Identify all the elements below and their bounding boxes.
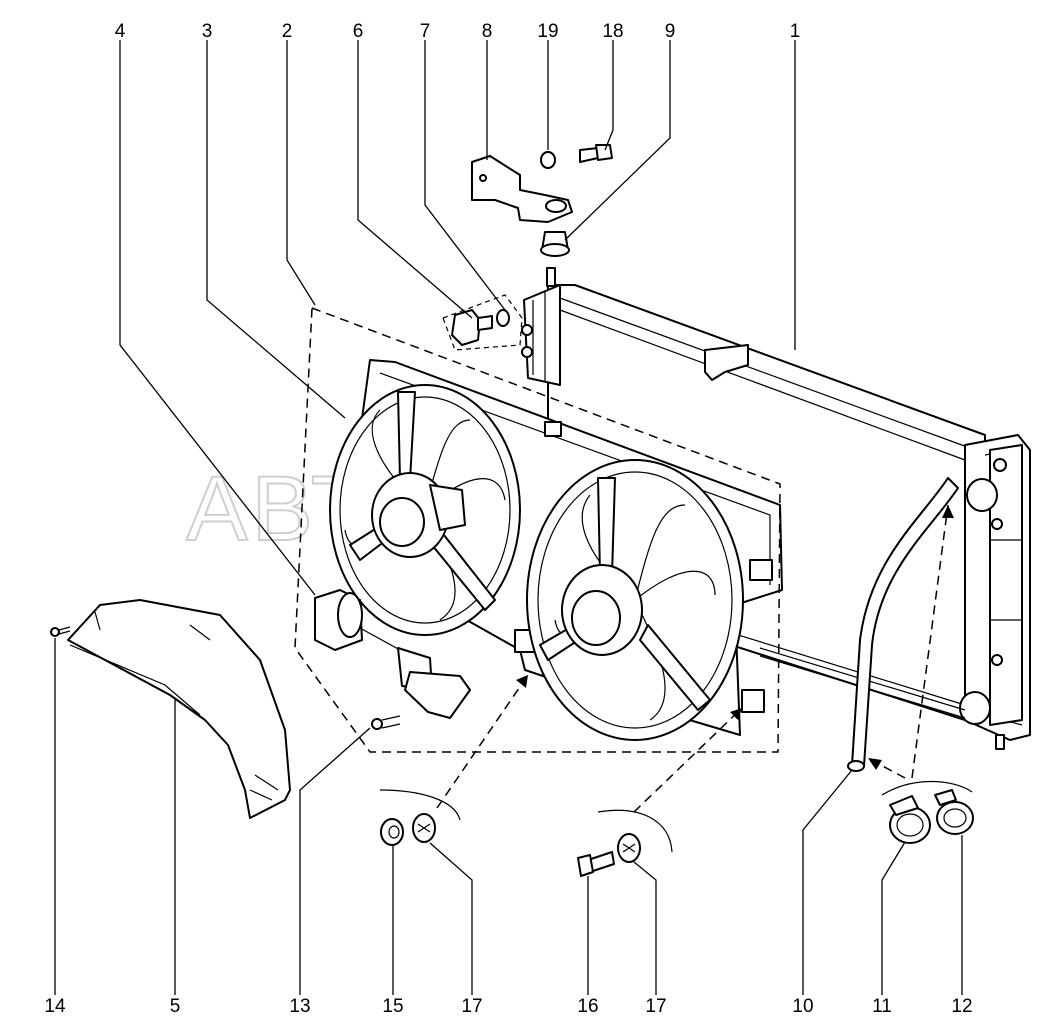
- fan-right: [526, 459, 744, 741]
- callout-18: 18: [602, 21, 623, 42]
- callout-4: 4: [115, 21, 126, 42]
- washer-19: [540, 151, 556, 169]
- bolt-18: [579, 144, 613, 163]
- washer-17-left: [412, 813, 436, 843]
- callout-8: 8: [482, 21, 493, 42]
- callout-5: 5: [170, 996, 181, 1017]
- assembly-outline: [294, 306, 973, 853]
- callout-6: 6: [353, 21, 364, 42]
- leader-lines: [54, 40, 963, 995]
- fan-left: [329, 384, 521, 636]
- callout-12: 12: [951, 996, 972, 1017]
- washer-17-right: [617, 833, 641, 863]
- nut-15: [380, 818, 404, 846]
- grommet-9: [540, 231, 570, 257]
- callout-14: 14: [44, 996, 66, 1017]
- screw-14: [50, 626, 71, 637]
- splash-shield: [67, 599, 291, 819]
- callout-16: 16: [577, 996, 598, 1017]
- bolt-16: [577, 851, 615, 877]
- callout-9: 9: [665, 21, 676, 42]
- screw-13: [371, 715, 401, 730]
- callout-7: 7: [420, 21, 431, 42]
- callout-17-left: 17: [461, 996, 482, 1017]
- bolt-6-washer-7: [442, 294, 523, 351]
- callout-19: 19: [537, 21, 558, 42]
- clamp-11: [889, 795, 931, 844]
- bracket-8: [471, 155, 573, 223]
- callout-1: 1: [790, 21, 801, 42]
- callouts-top: 4 3 2 6 7 8 19 18 9 1: [115, 21, 801, 42]
- hose-10: [847, 477, 959, 772]
- callout-15: 15: [382, 996, 403, 1017]
- clamp-12: [934, 789, 974, 835]
- callout-10: 10: [792, 996, 813, 1017]
- fan-resistor-connector: [314, 589, 471, 719]
- callout-13: 13: [289, 996, 310, 1017]
- callout-17-right: 17: [645, 996, 666, 1017]
- callout-2: 2: [282, 21, 293, 42]
- callout-3: 3: [202, 21, 213, 42]
- callout-11: 11: [872, 996, 892, 1017]
- callouts-bottom: 14 5 13 15 17 16 17 10 11 12: [44, 996, 972, 1017]
